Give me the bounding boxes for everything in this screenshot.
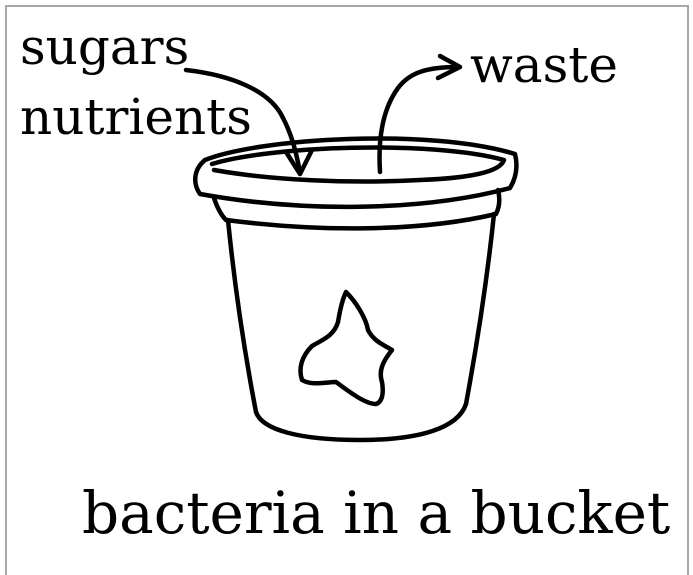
waste-label: waste bbox=[470, 40, 618, 90]
nutrients-label: nutrients bbox=[20, 92, 252, 142]
sugars-label: sugars bbox=[20, 22, 189, 72]
bucket-rim-inner bbox=[212, 148, 504, 182]
bucket-bottom bbox=[256, 404, 466, 440]
bucket-body-left bbox=[228, 220, 256, 412]
bucket-rim-band bbox=[214, 190, 499, 228]
bacterium-blob bbox=[300, 292, 392, 404]
bucket-body-right bbox=[466, 214, 494, 404]
caption: bacteria in a bucket bbox=[82, 484, 670, 542]
outflow-arrow bbox=[380, 67, 458, 172]
